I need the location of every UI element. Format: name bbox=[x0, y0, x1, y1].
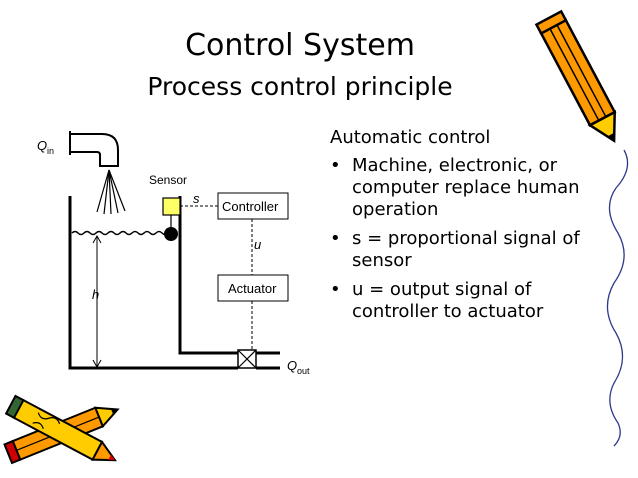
bullet-text: u = output signal of controller to actua… bbox=[352, 279, 544, 322]
q-out-subscript: out bbox=[297, 366, 310, 376]
inlet-pipe bbox=[70, 133, 119, 167]
decorative-squiggle-icon bbox=[606, 149, 629, 447]
controller-label: Controller bbox=[222, 199, 279, 214]
bullet-text: Machine, electronic, or computer replace… bbox=[352, 155, 580, 220]
pencil-clipart-icon bbox=[534, 9, 617, 144]
q-in-subscript: in bbox=[47, 146, 54, 156]
bullet-list: • Machine, electronic, or computer repla… bbox=[330, 155, 600, 323]
u-label: u bbox=[254, 237, 261, 252]
h-label: h bbox=[92, 287, 99, 302]
slide-title: Control System bbox=[185, 28, 415, 63]
slide-subtitle: Process control principle bbox=[147, 72, 453, 101]
q-in-label: Q bbox=[37, 138, 47, 153]
tank bbox=[68, 196, 238, 370]
bullet-item: • s = proportional signal of sensor bbox=[330, 228, 600, 272]
content-heading: Automatic control bbox=[330, 127, 491, 148]
actuator-box bbox=[217, 274, 289, 302]
q-out-label: Q bbox=[287, 358, 297, 373]
bullet-item: • u = output signal of controller to act… bbox=[330, 279, 600, 323]
sensor-float bbox=[164, 227, 178, 241]
water-stream bbox=[96, 169, 126, 215]
valve-icon bbox=[237, 349, 257, 369]
bullet-item: • Machine, electronic, or computer repla… bbox=[330, 155, 600, 221]
bullet-marker: • bbox=[330, 155, 341, 176]
bullet-text: s = proportional signal of sensor bbox=[352, 228, 580, 271]
bullet-marker: • bbox=[330, 228, 341, 249]
water-surface bbox=[71, 230, 175, 236]
sensor-box bbox=[162, 197, 181, 216]
controller-box bbox=[217, 192, 289, 220]
content-block: Automatic control • Machine, electronic,… bbox=[330, 127, 600, 330]
bullet-marker: • bbox=[330, 279, 341, 300]
actuator-label: Actuator bbox=[228, 281, 277, 296]
s-label: s bbox=[193, 191, 200, 206]
sensor-label: Sensor bbox=[149, 173, 187, 187]
crossed-pencils-clipart-icon bbox=[3, 394, 120, 465]
